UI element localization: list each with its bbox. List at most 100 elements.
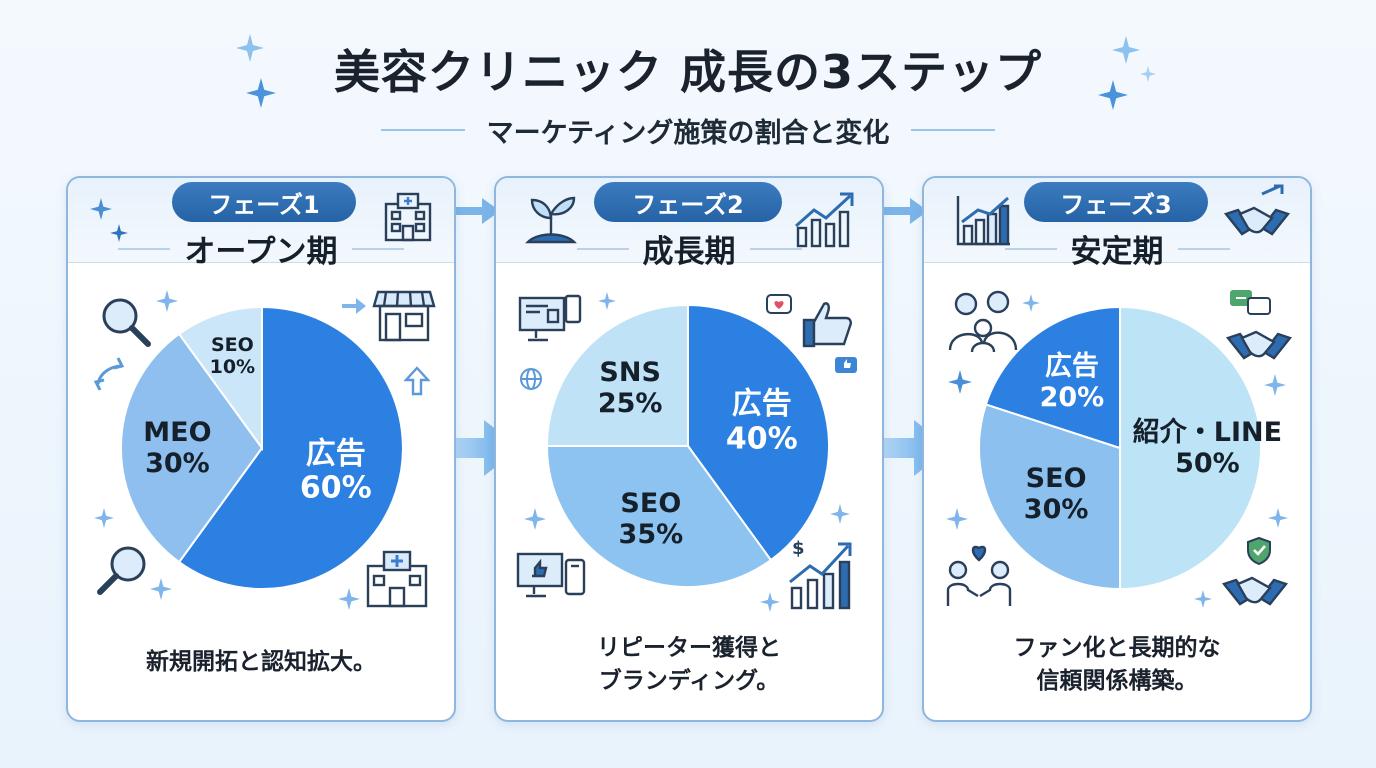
slice-value: 40% — [725, 421, 798, 457]
divider — [576, 247, 629, 250]
sparkle-icon — [598, 292, 616, 310]
sparkle-icon — [830, 504, 850, 524]
phase-name-row: 成長期 — [496, 226, 882, 271]
handshake-icon — [1223, 184, 1291, 236]
pie-chart — [978, 305, 1262, 591]
sparkle-icon — [246, 78, 276, 108]
slice-value: 60% — [299, 470, 372, 506]
page-subtitle: マーケティング施策の割合と変化 — [486, 117, 890, 149]
caption-line: 新規開拓と認知拡大。 — [146, 649, 376, 675]
sparkle-icon — [1268, 508, 1288, 528]
growth-chart-icon — [795, 192, 854, 248]
slice-name: SEO — [1025, 463, 1087, 495]
sparkle-icon — [1022, 294, 1040, 312]
like-icon — [835, 357, 857, 373]
handshake-icon — [1226, 330, 1292, 360]
family-icon — [948, 290, 1018, 353]
sparkle-icon — [110, 224, 128, 242]
caption-line: ブランディング。 — [598, 668, 780, 695]
pie-chart — [120, 305, 404, 590]
desktop-icon — [518, 294, 582, 342]
arrow-right-icon — [342, 298, 366, 314]
caption-line: リピーター獲得と — [597, 635, 781, 661]
slice-value: 30% — [1023, 494, 1089, 526]
sprout-icon — [525, 196, 577, 244]
slice-name: 広告 — [305, 436, 366, 472]
pie-slice — [545, 303, 689, 447]
handshake-icon — [1222, 576, 1288, 606]
phase-name: オープン期 — [184, 234, 338, 270]
pie-slice — [120, 332, 264, 564]
storefront-icon — [372, 290, 436, 342]
divider — [118, 247, 171, 250]
sparkle-icon — [90, 198, 112, 220]
pie-slice — [978, 403, 1121, 591]
phase-name-row: オープン期 — [68, 226, 454, 271]
sparkle-icon — [150, 578, 172, 600]
header-arrow-1 — [454, 198, 500, 224]
slice-name: 広告 — [731, 386, 792, 422]
page-title: 美容クリニック 成長の3ステップ — [333, 45, 1043, 99]
sparkle-icon — [338, 588, 360, 610]
divider — [1177, 247, 1230, 250]
search-icon — [102, 298, 151, 347]
divider — [749, 247, 802, 250]
subtitle-row: マーケティング施策の割合と変化 — [0, 112, 1376, 149]
like-icon — [802, 302, 852, 348]
globe-icon — [520, 368, 542, 390]
caption-line: ファン化と長期的な — [1013, 635, 1221, 661]
divider — [911, 129, 996, 131]
phase-name-row: 安定期 — [924, 226, 1310, 271]
slice-name: 紹介・LINE — [1132, 416, 1283, 448]
dollar-growth-icon: $ — [789, 538, 852, 610]
sparkle-icon — [236, 34, 264, 62]
phase-caption: ファン化と長期的な信頼関係構築。 — [924, 632, 1310, 699]
slice-name: MEO — [143, 416, 212, 448]
svg-text:$: $ — [792, 538, 805, 559]
sparkle-icon — [524, 508, 546, 530]
sparkle-icon — [1140, 66, 1156, 82]
slice-value: 25% — [597, 388, 663, 420]
phase-caption: リピーター獲得とブランディング。 — [496, 632, 882, 699]
slice-name: SEO — [210, 333, 254, 356]
phase-name: 安定期 — [1070, 234, 1164, 270]
phase-badge: フェーズ2 — [594, 182, 782, 222]
slice-value: 30% — [145, 448, 210, 479]
arrow-up-icon — [404, 366, 430, 396]
search-icon — [97, 546, 146, 595]
pie-slice — [687, 303, 830, 562]
phase-caption: 新規開拓と認知拡大。 — [68, 646, 454, 679]
pie-slice — [177, 305, 263, 452]
hospital-icon — [366, 550, 428, 608]
people-heart-icon — [946, 545, 1012, 606]
pie-slice — [177, 305, 404, 590]
chat-icon — [1230, 290, 1271, 315]
sparkle-icon — [94, 508, 114, 528]
heart-bubble-icon — [766, 294, 792, 314]
slice-value: 50% — [1175, 448, 1240, 479]
sparkle-icon — [1098, 80, 1128, 110]
phase-badge: フェーズ3 — [1024, 182, 1208, 222]
divider — [380, 129, 465, 131]
caption-line: 信頼関係構築。 — [1036, 668, 1198, 695]
divider — [351, 247, 404, 250]
slice-name: SEO — [620, 487, 682, 519]
sparkle-icon — [1264, 374, 1286, 396]
sparkle-icon — [760, 592, 780, 612]
sparkle-icon — [1112, 36, 1140, 64]
pie-slice — [545, 445, 773, 589]
hospital-icon — [384, 192, 432, 242]
pie-slice — [984, 305, 1121, 450]
pie-chart — [545, 303, 830, 589]
